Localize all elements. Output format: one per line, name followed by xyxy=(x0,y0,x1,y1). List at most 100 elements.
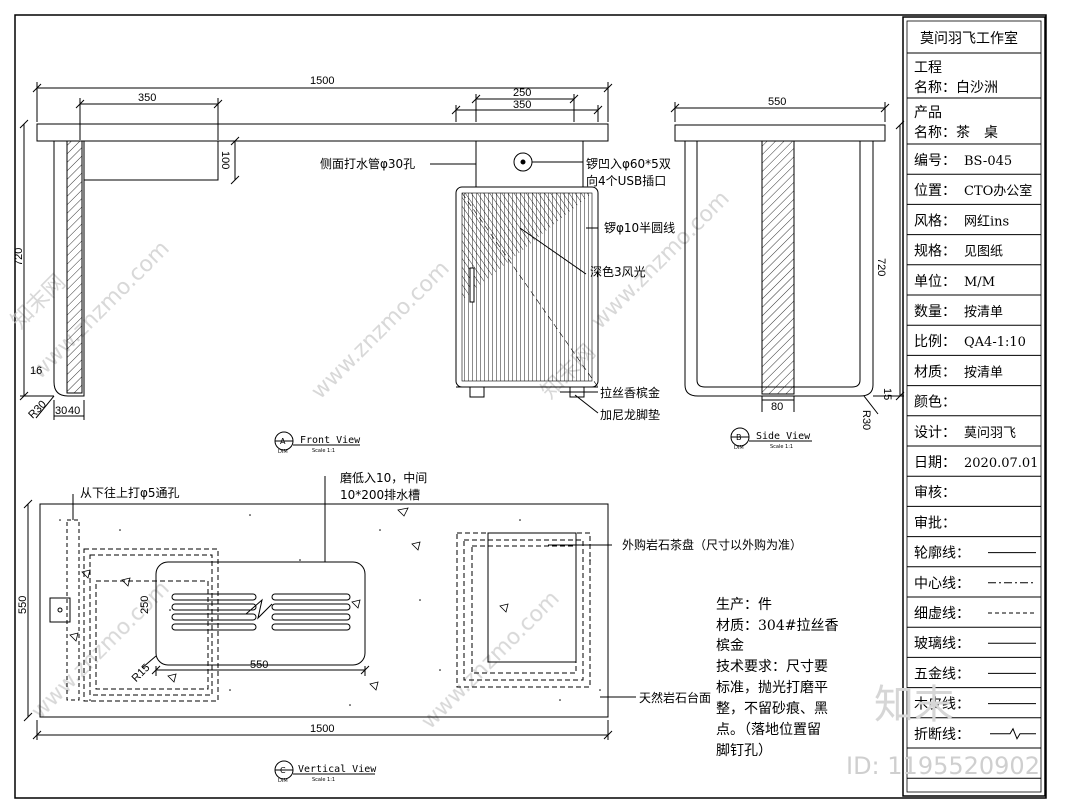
front-view xyxy=(19,82,613,451)
front-view-badge: A xyxy=(280,437,286,446)
top-view-badge-sub: DIM xyxy=(278,778,288,784)
title-block-row-value: 网红ins xyxy=(964,213,1009,229)
title-block-row-label: 编号： xyxy=(914,153,956,169)
note-pad: 加尼龙脚垫 xyxy=(600,407,660,422)
note-metal: 拉丝香槟金 xyxy=(600,385,660,400)
note-tea-tray: 外购岩石茶盘（尺寸以外购为准） xyxy=(622,537,802,552)
watermark-id: ID: 1195520902 xyxy=(846,752,1040,780)
tea-tray xyxy=(487,532,577,663)
side-view-scale: Scale 1:1 xyxy=(770,444,793,450)
front-tabletop xyxy=(36,123,609,142)
front-dim-side-350: 350 xyxy=(513,99,531,111)
top-dim-r15: R15 xyxy=(130,662,153,685)
top-view-badge: C xyxy=(280,766,286,775)
note-countertop: 天然岩石台面 xyxy=(639,690,711,705)
spec-line-8: 脚钉孔） xyxy=(716,743,772,759)
front-dim-drawer-width: 350 xyxy=(138,92,156,104)
title-block-row-value: 2020.07.01 xyxy=(964,456,1038,471)
front-dim-16: 16 xyxy=(30,365,42,377)
spec-line-1: 生产：件 xyxy=(716,597,772,613)
title-block-row-label: 折断线： xyxy=(914,727,970,743)
side-dim-r30: R30 xyxy=(860,410,872,430)
side-dim-15: 15 xyxy=(881,388,893,400)
spec-line-5: 标准，抛光打磨平 xyxy=(716,679,828,696)
top-view-scale: Scale 1:1 xyxy=(312,777,335,783)
drain-slots xyxy=(171,593,351,631)
title-block-row-label: 日期： xyxy=(914,455,956,471)
front-dim-side-250: 250 xyxy=(513,87,531,99)
title-block-row-label: 位置： xyxy=(914,183,956,199)
watermark-site-5: www.znzmo.com xyxy=(417,586,565,734)
watermark-site-4: www.znzmo.com xyxy=(27,576,175,724)
title-block-rows: 编号：BS-045位置：CTO办公室风格：网红ins规格：见图纸单位：M/M数量… xyxy=(914,153,1038,743)
title-block-row-label: 设计： xyxy=(914,425,956,441)
spec-line-6: 整，不留砂痕、黑 xyxy=(716,701,828,717)
title-block-row-label: 细虚线： xyxy=(914,606,970,622)
spec-notes: 生产：件 材质：304#拉丝香 槟金 技术要求：尺寸要 标准，抛光打磨平 整，不… xyxy=(716,597,838,759)
title-block-row-value: 见图纸 xyxy=(964,245,1003,260)
front-left-leg xyxy=(53,141,85,397)
watermark-logo: 知末 xyxy=(874,682,954,728)
watermark-site-1: www.znzmo.com xyxy=(27,236,175,384)
top-countertop xyxy=(39,503,609,718)
title-block-row-value: BS-045 xyxy=(964,154,1012,169)
title-block-row-value: 按清单 xyxy=(964,365,1003,380)
title-block-row-label: 轮廓线： xyxy=(914,545,970,562)
title-block-row-label: 数量： xyxy=(914,304,956,320)
note-groove-line1: 磨低入10，中间 xyxy=(340,470,427,485)
title-block-row-label: 比例： xyxy=(914,334,956,350)
drawing-border xyxy=(14,14,1047,799)
title-block-row-label: 风格： xyxy=(914,213,956,229)
title-block-row-label: 材质： xyxy=(914,364,956,380)
front-dim-height: 720 xyxy=(13,248,25,266)
title-block-row-label: 木皮线： xyxy=(914,697,970,713)
product-label: 产品 xyxy=(914,105,942,121)
title-block-row-label: 单位： xyxy=(914,274,956,290)
front-dim-drawer-height: 100 xyxy=(219,151,231,169)
title-block-row-value: CTO办公室 xyxy=(964,183,1032,199)
top-dim-inner-550: 550 xyxy=(250,659,268,671)
note-groove: 锣φ10半圆线 xyxy=(604,221,675,235)
product-name: 名称：茶 桌 xyxy=(914,125,998,141)
title-block-row-label: 五金线： xyxy=(914,666,970,682)
watermark-site-2: www.znzmo.com xyxy=(307,256,455,404)
project-label: 工程 xyxy=(914,60,942,76)
note-water-pipe: 侧面打水管φ30孔 xyxy=(320,156,415,171)
side-frame xyxy=(684,141,874,397)
title-block xyxy=(902,16,1046,797)
side-view-title: Side View xyxy=(756,431,811,442)
title-block-row-value: 莫问羽飞 xyxy=(964,426,1016,441)
title-block-row-label: 中心线： xyxy=(914,576,970,592)
title-block-row-value: QA4-1:10 xyxy=(964,335,1026,350)
top-dim-depth: 550 xyxy=(17,596,29,614)
side-view xyxy=(670,102,905,447)
side-view-badge-sub: DIM xyxy=(734,445,744,451)
note-groove-line2: 10*200排水槽 xyxy=(340,488,420,502)
note-finish: 深色3风光 xyxy=(590,265,646,279)
front-dim-total: 1500 xyxy=(310,75,334,87)
line-sample xyxy=(990,727,1036,740)
title-block-row-label: 规格： xyxy=(914,244,956,260)
title-block-row-label: 审批： xyxy=(914,515,956,531)
front-drawer xyxy=(83,140,219,181)
top-dim-inner-250: 250 xyxy=(139,596,151,614)
spec-line-7: 点。（落地位置留 xyxy=(716,722,821,738)
title-block-row-label: 审核： xyxy=(914,485,956,501)
title-block-row-label: 玻璃线： xyxy=(914,635,970,652)
front-view-badge-sub: DIM xyxy=(278,449,288,455)
front-dim-r30: R30 xyxy=(26,398,49,421)
note-holes: 从下往上打φ5通孔 xyxy=(80,485,180,500)
top-view-title: Vertical View xyxy=(298,764,377,775)
front-view-title: Front View xyxy=(300,435,361,446)
top-view xyxy=(23,476,636,780)
front-dim-40: 40 xyxy=(68,405,80,417)
side-tabletop xyxy=(674,124,886,142)
side-dim-80: 80 xyxy=(771,401,783,413)
studio-name: 莫问羽飞工作室 xyxy=(920,30,1018,47)
front-view-scale: Scale 1:1 xyxy=(312,448,335,454)
watermark-site-3: www.znzmo.com xyxy=(587,186,735,334)
front-dim-30: 30 xyxy=(55,405,67,417)
side-view-badge: B xyxy=(736,433,742,442)
side-dim-height: 720 xyxy=(875,258,887,276)
